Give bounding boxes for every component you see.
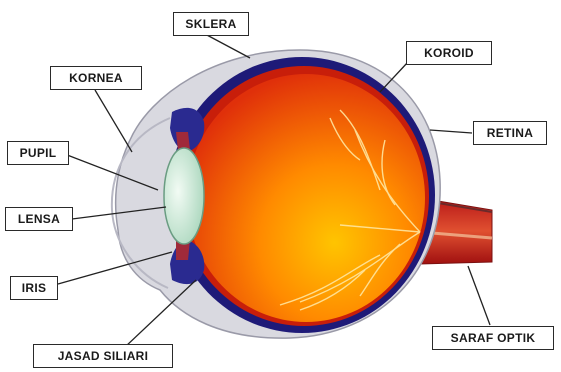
vitreous-body [187,74,425,322]
leader-kornea [95,90,132,152]
label-iris: IRIS [10,276,58,300]
label-kornea: KORNEA [50,66,142,90]
leader-saraf-optik [468,266,490,325]
label-lensa: LENSA [5,207,73,231]
label-saraf-optik: SARAF OPTIK [432,326,554,350]
label-retina: RETINA [473,121,547,145]
label-pupil: PUPIL [7,141,69,165]
leader-retina [430,130,472,133]
label-koroid: KOROID [406,41,492,65]
lens [164,148,204,244]
leader-sklera [205,34,250,58]
label-jasad-siliari: JASAD SILIARI [33,344,173,368]
label-sklera: SKLERA [173,12,249,36]
